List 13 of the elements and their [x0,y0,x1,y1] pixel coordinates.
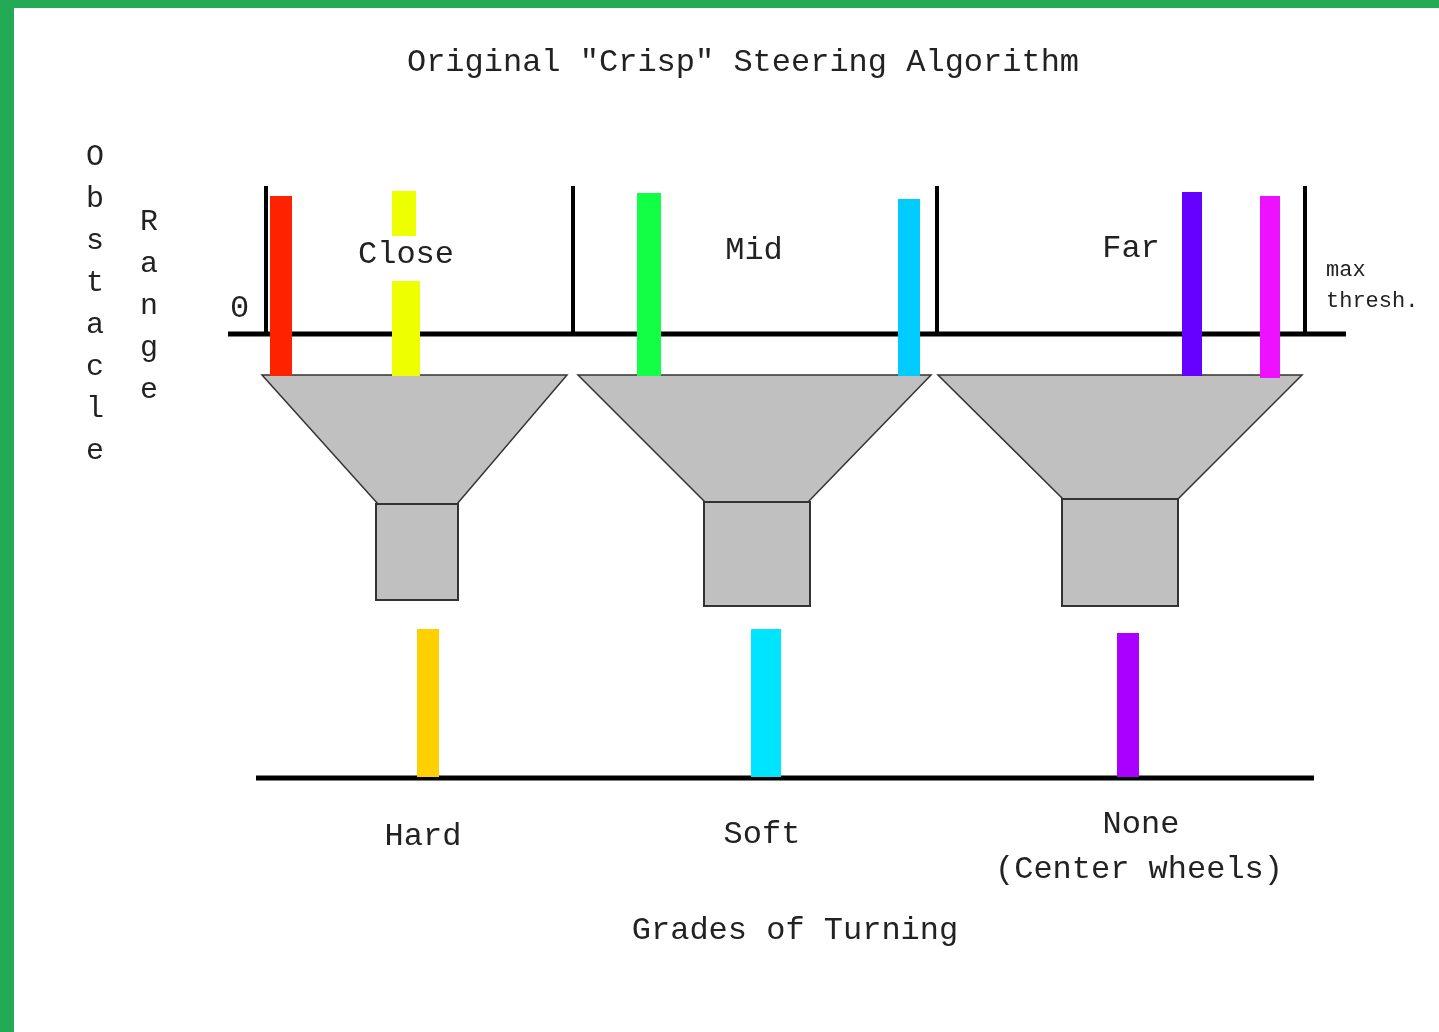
grade-label: (Center wheels) [995,851,1283,888]
range-label: Far [1102,230,1160,267]
threshold-label: max thresh. [1326,257,1420,316]
grade-label: Soft [723,816,801,853]
grade-label: None [1102,806,1180,843]
grade-label: Hard [384,818,462,855]
tick-label: 0 [230,290,250,327]
axis-title: Range [134,205,164,415]
diagram-title: Original "Crisp" Steering Algorithm [406,44,1080,81]
range-label: Close [358,236,454,273]
axis-title: Obstacle [80,140,110,476]
range-label: Mid [725,232,783,269]
axis-title: Grades of Turning [631,912,959,949]
